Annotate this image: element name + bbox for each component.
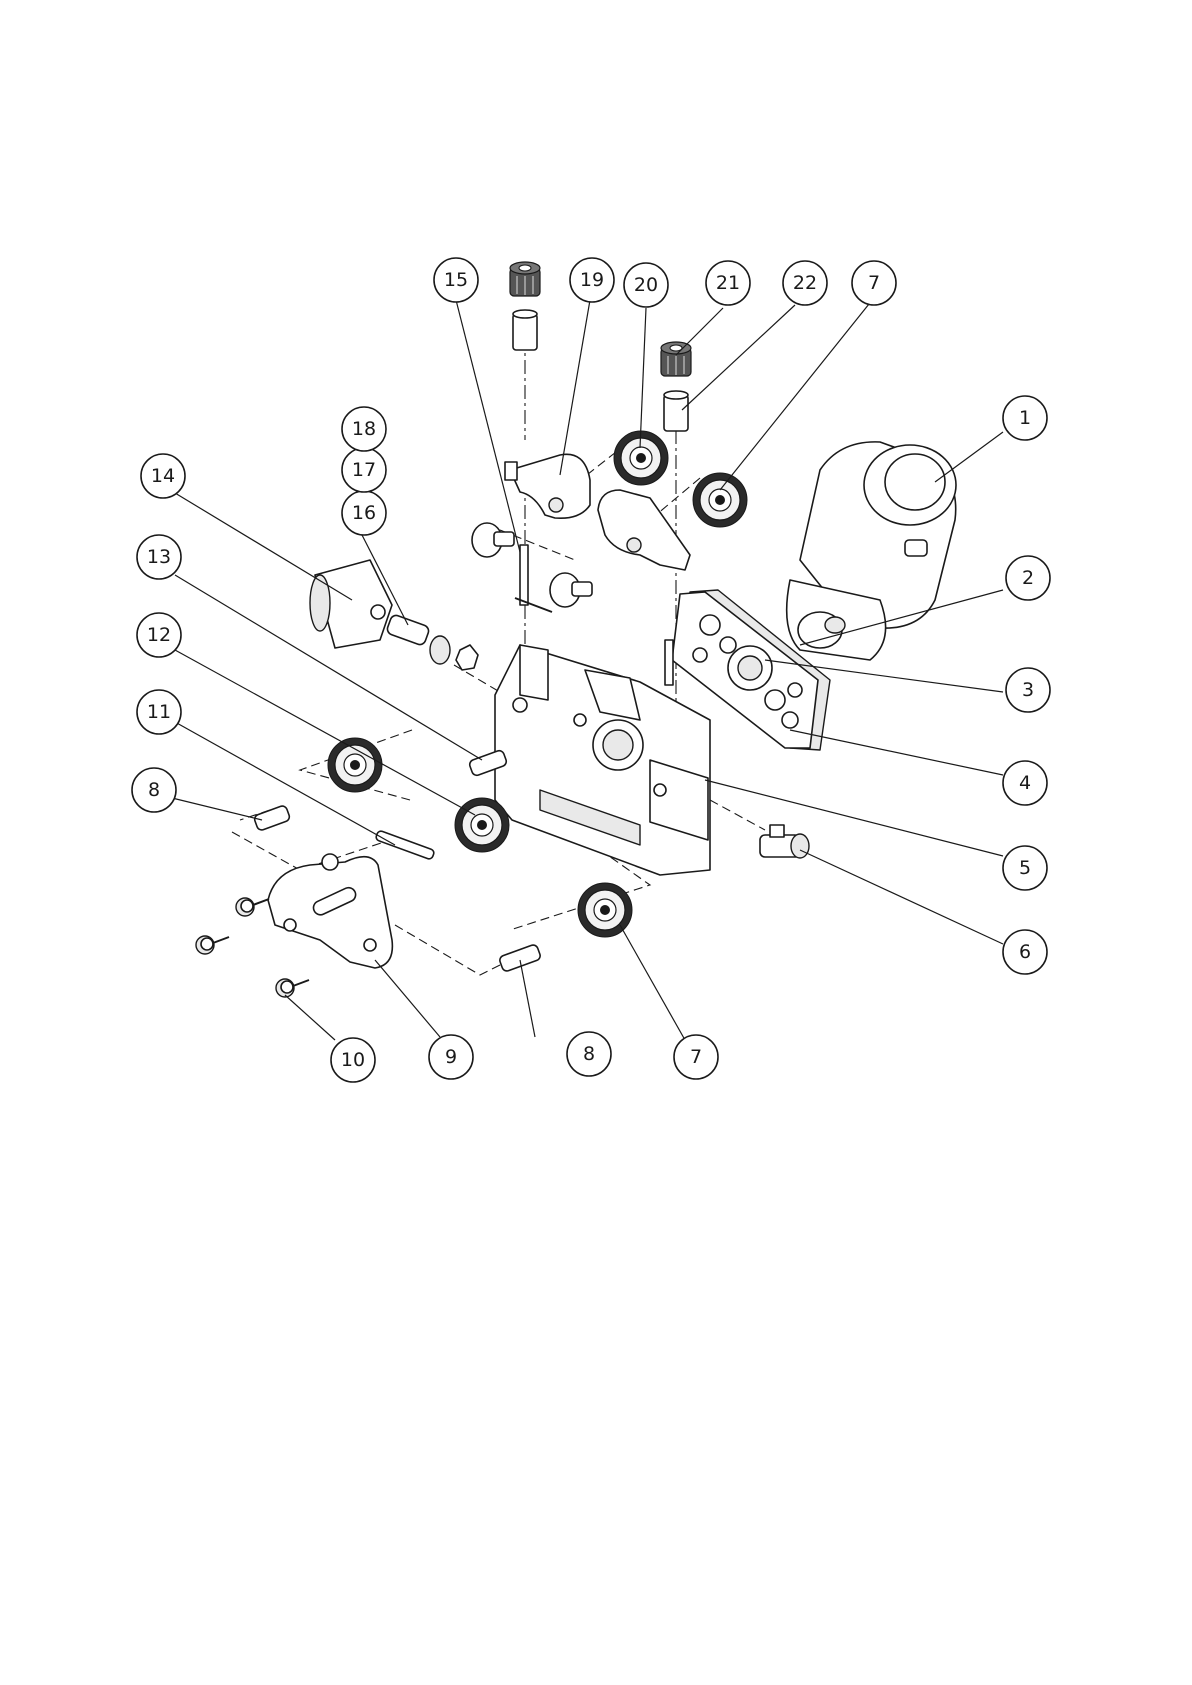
balloon-8-bottom: 8 (567, 1032, 611, 1076)
balloon-3: 3 (1006, 668, 1050, 712)
balloon-label: 21 (716, 272, 740, 294)
inlet-guide (310, 560, 478, 670)
balloon-label: 14 (151, 465, 175, 487)
balloon-15: 15 (434, 258, 478, 302)
balloon-label: 6 (1019, 941, 1031, 963)
balloon-label: 9 (445, 1046, 457, 1068)
balloon-label: 13 (147, 546, 171, 568)
spring-pin-15 (515, 545, 552, 612)
balloon-label: 17 (352, 459, 376, 481)
balloon-label: 5 (1019, 857, 1031, 879)
balloon-9: 9 (429, 1035, 473, 1079)
balloon-18: 18 (342, 407, 386, 451)
balloon-7-top: 7 (852, 261, 896, 305)
balloon-label: 2 (1022, 567, 1034, 589)
gear-7-lower (578, 883, 632, 937)
balloon-label: 8 (583, 1043, 595, 1065)
balloon-label: 7 (690, 1046, 702, 1068)
balloon-21: 21 (706, 261, 750, 305)
balloon-label: 1 (1019, 407, 1031, 429)
balloon-1: 1 (1003, 396, 1047, 440)
balloon-8-left: 8 (132, 768, 176, 812)
tension-sleeve-right (664, 391, 688, 431)
screw-10-a (236, 898, 269, 916)
screw-10-b (196, 936, 229, 954)
balloon-label: 22 (793, 272, 817, 294)
gear-13-drive (455, 798, 509, 852)
balloon-16: 16 (342, 491, 386, 535)
balloon-label: 11 (147, 701, 171, 723)
balloon-7-bottom: 7 (674, 1035, 718, 1079)
cover-plate (268, 854, 392, 968)
balloon-19: 19 (570, 258, 614, 302)
balloon-label: 7 (868, 272, 880, 294)
balloon-22: 22 (783, 261, 827, 305)
balloon-4: 4 (1003, 761, 1047, 805)
wire-inlet-connector (760, 825, 809, 858)
balloon-label: 15 (444, 269, 468, 291)
shaft-8-right (498, 944, 541, 973)
main-housing (495, 645, 710, 875)
shaft-8-left (253, 805, 290, 832)
pressure-arm-left (505, 454, 590, 518)
pressure-roller-right (550, 573, 592, 607)
motor (787, 442, 956, 660)
balloon-label: 20 (634, 274, 658, 296)
balloon-label: 16 (352, 502, 376, 524)
balloon-13: 13 (137, 535, 181, 579)
balloon-12: 12 (137, 613, 181, 657)
balloon-label: 10 (341, 1049, 365, 1071)
balloon-label: 19 (580, 269, 604, 291)
balloon-label: 3 (1022, 679, 1034, 701)
pressure-roller-left (472, 523, 514, 557)
screw-10-c (276, 979, 309, 997)
tension-knob-left (510, 262, 540, 296)
balloon-label: 18 (352, 418, 376, 440)
balloon-14: 14 (141, 454, 185, 498)
gear-20 (614, 431, 668, 485)
balloon-label: 12 (147, 624, 171, 646)
gear-12 (328, 738, 382, 792)
balloon-20: 20 (624, 263, 668, 307)
tension-sleeve-left (513, 310, 537, 350)
balloon-5: 5 (1003, 846, 1047, 890)
balloon-label: 8 (148, 779, 160, 801)
tension-knob-right (661, 342, 691, 376)
balloon-11: 11 (137, 690, 181, 734)
balloon-6: 6 (1003, 930, 1047, 974)
balloon-2: 2 (1006, 556, 1050, 600)
balloon-17: 17 (342, 448, 386, 492)
shaft-11 (375, 830, 435, 860)
gear-7-upper (693, 473, 747, 527)
balloon-10: 10 (331, 1038, 375, 1082)
balloon-label: 4 (1019, 772, 1031, 794)
